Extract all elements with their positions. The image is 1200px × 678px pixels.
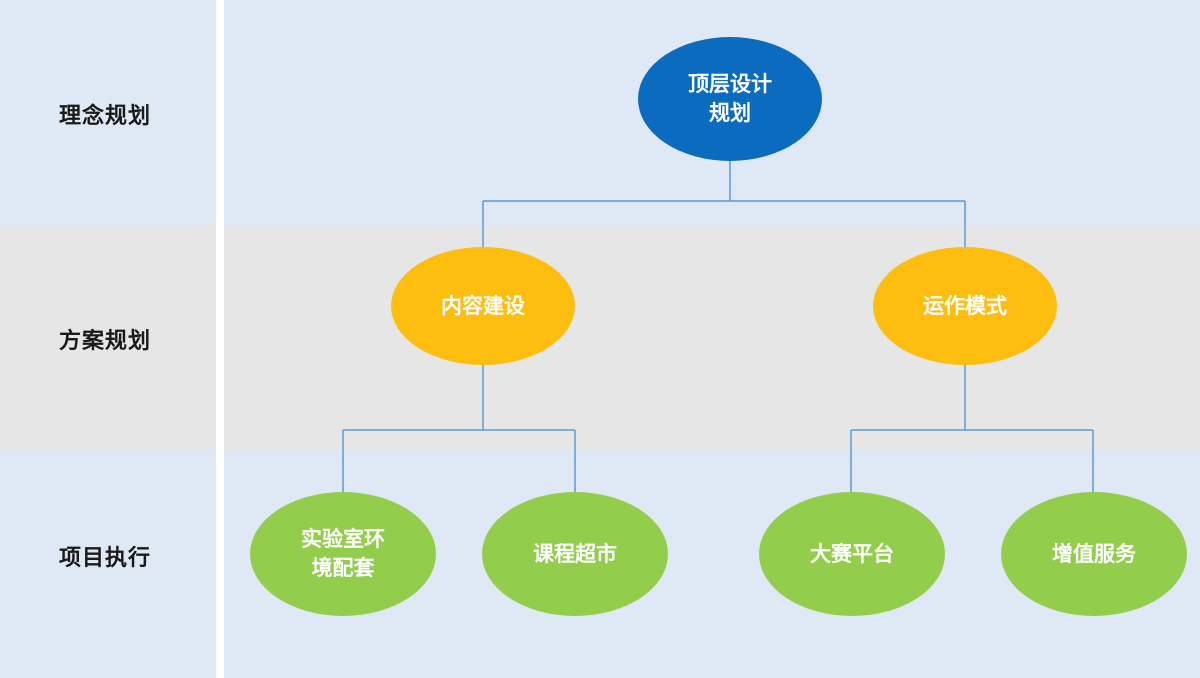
row-label-execution: 项目执行 — [58, 546, 151, 571]
node-content-building: 内容建设 — [391, 247, 575, 365]
node-course-market: 课程超市 — [482, 492, 668, 616]
column-divider — [216, 0, 224, 678]
node-operation-mode: 运作模式 — [873, 247, 1057, 365]
band-concept — [0, 0, 1200, 226]
node-top-level-design: 顶层设计 规划 — [638, 37, 822, 161]
row-label-scheme: 方案规划 — [58, 329, 151, 354]
node-value-added-service: 增值服务 — [1001, 492, 1187, 616]
node-lab-environment: 实验室环 境配套 — [250, 492, 436, 616]
row-label-concept: 理念规划 — [58, 104, 151, 129]
node-contest-platform: 大赛平台 — [759, 492, 945, 616]
